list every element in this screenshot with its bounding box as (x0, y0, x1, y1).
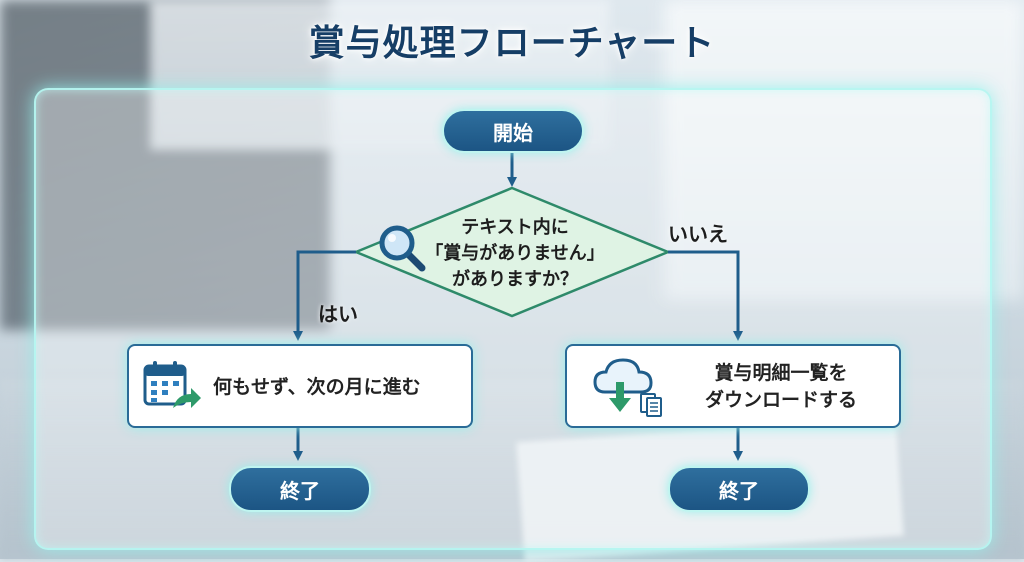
cloud-download-icon (593, 358, 662, 417)
no-action-text: 賞与明細一覧を ダウンロードする (683, 360, 879, 414)
no-action-line-2: ダウンロードする (704, 389, 857, 411)
magnifier-icon (379, 225, 426, 272)
decision-line-2: 「賞与がありません」 (425, 243, 605, 264)
yes-action-box: 何もせず、次の月に進む (127, 344, 473, 428)
edge-decision-yes (293, 250, 356, 341)
end-node-right: 終了 (668, 466, 810, 512)
no-label: いいえ (668, 222, 728, 246)
calendar-forward-icon (143, 361, 201, 408)
end-node-right-label: 終了 (719, 478, 759, 503)
no-action-line-1: 賞与明細一覧を (714, 362, 848, 384)
end-node-left: 終了 (229, 466, 371, 512)
background-window (664, 0, 1024, 300)
start-node-label: 開始 (493, 120, 533, 145)
edge-decision-no (668, 250, 743, 341)
start-node: 開始 (442, 109, 584, 153)
yes-action-label: 何もせず、次の月に進む (213, 376, 421, 398)
no-action-box: 賞与明細一覧を ダウンロードする (565, 344, 901, 428)
decision-line-1: テキスト内に (461, 217, 569, 238)
decision-text: テキスト内に 「賞与がありません」 がありますか？ (395, 215, 635, 293)
decision-line-3: がありますか？ (452, 269, 578, 290)
end-node-left-label: 終了 (280, 478, 320, 503)
yes-label: はい (318, 302, 358, 326)
page-title: 賞与処理フローチャート (308, 23, 716, 64)
